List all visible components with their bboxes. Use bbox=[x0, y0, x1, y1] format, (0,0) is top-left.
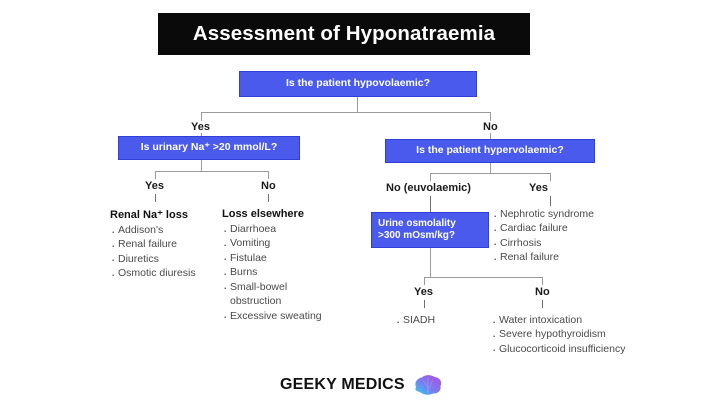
outcome-hypervolaemic-causes-list: Nephrotic syndrome Cardiac failure Cirrh… bbox=[492, 206, 594, 269]
connector-na-stem bbox=[201, 160, 202, 171]
outcome-loss-elsewhere: Loss elsewhere Diarrhoea Vomiting Fistul… bbox=[222, 208, 322, 327]
list-item: Cirrhosis bbox=[492, 235, 594, 254]
outcome-loss-elsewhere-list: Diarrhoea Vomiting Fistulae Burns Small-… bbox=[222, 221, 322, 327]
connector-osm-bar bbox=[424, 277, 542, 278]
list-item: Excessive sweating bbox=[222, 308, 322, 327]
connector-hyper-yes-tail bbox=[550, 196, 551, 206]
decision-box-urinary-na: Is urinary Na⁺ >20 mmol/L? bbox=[118, 136, 300, 160]
connector-root-bar bbox=[201, 112, 490, 113]
connector-yes-to-urinary-na bbox=[201, 133, 202, 136]
list-item: Glucocorticoid insufficiency bbox=[491, 341, 625, 360]
connector-hyper-right-drop bbox=[550, 173, 551, 181]
outcome-low-osmolality-causes: Water intoxication Severe hypothyroidism… bbox=[491, 312, 625, 360]
connector-osm-left-drop bbox=[424, 277, 425, 285]
outcome-siadh: SIADH bbox=[395, 312, 435, 331]
connector-euvolaemic-tail bbox=[430, 196, 431, 212]
outcome-renal-na-loss: Renal Na⁺ loss Addison's Renal failure D… bbox=[110, 208, 196, 285]
brain-icon bbox=[413, 374, 443, 396]
list-item: Water intoxication bbox=[491, 312, 625, 331]
connector-na-right-drop bbox=[268, 171, 269, 179]
connector-na-left-drop bbox=[155, 171, 156, 179]
branch-label-hyper-yes: Yes bbox=[529, 182, 548, 194]
connector-hyper-left-drop bbox=[430, 173, 431, 181]
connector-hyper-bar bbox=[430, 173, 550, 174]
branch-label-na-no: No bbox=[261, 180, 276, 192]
connector-osm-stem bbox=[430, 248, 431, 277]
outcome-low-osmolality-causes-list: Water intoxication Severe hypothyroidism… bbox=[491, 312, 625, 360]
branch-label-root-no: No bbox=[483, 121, 498, 133]
decision-box-hypervolaemic: Is the patient hypervolaemic? bbox=[385, 139, 595, 163]
connector-root-stem bbox=[357, 97, 358, 112]
list-item: Osmotic diuresis bbox=[110, 266, 196, 285]
decision-box-urine-osmolality-line1: Urine osmolality bbox=[378, 217, 456, 229]
branch-label-na-yes: Yes bbox=[145, 180, 164, 192]
outcome-siadh-list: SIADH bbox=[395, 312, 435, 331]
branch-label-root-yes: Yes bbox=[191, 121, 210, 133]
list-item: Renal failure bbox=[492, 250, 594, 269]
list-item: Burns bbox=[222, 265, 322, 284]
brand-name: GEEKY MEDICS bbox=[280, 376, 405, 393]
connector-na-yes-tail bbox=[155, 194, 156, 202]
connector-hyper-stem bbox=[490, 163, 491, 173]
branch-label-osm-yes: Yes bbox=[414, 286, 433, 298]
connector-osm-no-tail bbox=[542, 300, 543, 308]
list-item: Addison's bbox=[110, 222, 196, 241]
list-item: SIADH bbox=[395, 312, 435, 331]
connector-no-to-hypervolaemic bbox=[490, 133, 491, 139]
branch-label-osm-no: No bbox=[535, 286, 550, 298]
connector-osm-right-drop bbox=[542, 277, 543, 285]
list-item: Nephrotic syndrome bbox=[492, 206, 594, 225]
outcome-loss-elsewhere-heading: Loss elsewhere bbox=[222, 208, 304, 220]
decision-box-hypovolaemic-label: Is the patient hypovolaemic? bbox=[285, 77, 431, 90]
connector-osm-yes-tail bbox=[424, 300, 425, 308]
outcome-renal-na-loss-list: Addison's Renal failure Diuretics Osmoti… bbox=[110, 222, 196, 285]
list-item: Cardiac failure bbox=[492, 221, 594, 240]
footer-brand: GEEKY MEDICS bbox=[280, 374, 443, 396]
connector-na-bar bbox=[155, 171, 268, 172]
connector-root-left-drop bbox=[201, 112, 202, 121]
decision-box-hypovolaemic: Is the patient hypovolaemic? bbox=[239, 71, 477, 97]
list-item: Vomiting bbox=[222, 236, 322, 255]
outcome-hypervolaemic-causes: Nephrotic syndrome Cardiac failure Cirrh… bbox=[492, 206, 594, 269]
branch-label-hyper-no: No (euvolaemic) bbox=[386, 182, 471, 194]
list-item: Small-bowel obstruction bbox=[222, 279, 302, 309]
connector-na-no-tail bbox=[268, 194, 269, 202]
outcome-renal-na-loss-heading: Renal Na⁺ loss bbox=[110, 209, 188, 221]
decision-box-urine-osmolality-line2: >300 mOsm/kg? bbox=[378, 230, 455, 241]
list-item: Diuretics bbox=[110, 251, 196, 270]
list-item: Fistulae bbox=[222, 250, 322, 269]
decision-box-hypervolaemic-label: Is the patient hypervolaemic? bbox=[416, 144, 564, 157]
list-item: Diarrhoea bbox=[222, 221, 322, 240]
page-title: Assessment of Hyponatraemia bbox=[192, 22, 496, 45]
title-banner: Assessment of Hyponatraemia bbox=[158, 13, 530, 55]
decision-box-urine-osmolality: Urine osmolality >300 mOsm/kg? bbox=[371, 212, 489, 248]
list-item: Renal failure bbox=[110, 237, 196, 256]
list-item: Severe hypothyroidism bbox=[491, 327, 625, 346]
connector-root-right-drop bbox=[490, 112, 491, 121]
decision-box-urinary-na-label: Is urinary Na⁺ >20 mmol/L? bbox=[140, 141, 278, 154]
